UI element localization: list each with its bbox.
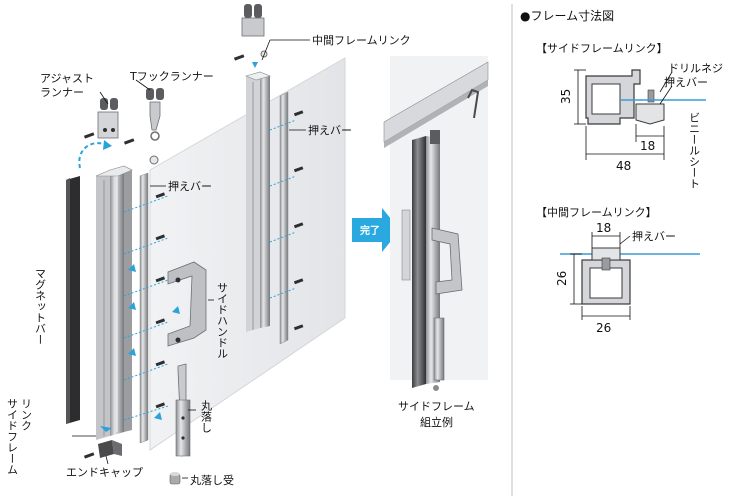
assembled-example: サイドフレーム 組立例 — [383, 56, 489, 429]
leader-lines — [72, 39, 310, 479]
press-bar-left — [139, 172, 149, 444]
example-handle — [431, 227, 463, 295]
side-handle — [167, 261, 207, 347]
t-hook-runner — [146, 88, 164, 141]
screws-middle — [293, 110, 304, 331]
side-width-dim: 48 — [616, 159, 631, 173]
blue-arrows-left — [128, 264, 180, 420]
adjust-runner — [83, 98, 135, 145]
complete-arrow — [352, 208, 400, 252]
label-end-cap: エンドキャップ — [66, 466, 143, 479]
example-caption-2: 組立例 — [420, 415, 453, 429]
end-cap — [83, 426, 122, 459]
middle-frame-heading: 【中間フレームリンク】 — [536, 206, 657, 219]
side-bar-width-dim: 18 — [640, 139, 655, 153]
exploded-assembly: アジャスト ランナー Tフックランナー 中間フレームリンク 押えバー 押えバー … — [6, 4, 411, 487]
label-magnet-bar: マグネットバー — [34, 268, 47, 345]
middle-width-dim: 26 — [596, 321, 611, 335]
label-drop-rod-receiver: 丸落し受 — [190, 474, 234, 487]
dimension-title: ●フレーム寸法図 — [520, 9, 614, 23]
side-frame-profile — [585, 69, 665, 125]
middle-frame-runner — [233, 4, 268, 68]
label-side-frame-link-2: サイドフレーム — [6, 398, 19, 475]
example-side-frame — [412, 136, 426, 388]
middle-press-bar: 押えバー — [632, 229, 676, 243]
label-t-hook-runner: Tフックランナー — [129, 70, 214, 83]
drop-rod-receiver — [169, 472, 181, 485]
press-bar-middle — [279, 91, 289, 345]
side-press-bar: 押えバー — [664, 75, 708, 89]
label-side-frame-link-1: リンク — [20, 398, 33, 431]
label-adjust-runner-line1: アジャスト — [40, 72, 94, 85]
label-side-handle: サイドハンドル — [216, 282, 229, 359]
magnet-bar — [66, 176, 80, 424]
side-frame-dims — [574, 69, 673, 160]
screws-left — [155, 192, 166, 409]
side-frame-heading: 【サイドフレームリンク】 — [536, 42, 668, 55]
label-press-bar-middle: 押えバー — [308, 123, 352, 137]
side-frame-link — [95, 165, 133, 440]
middle-height-dim: 26 — [555, 271, 569, 286]
label-adjust-runner-line2: ランナー — [40, 86, 84, 99]
complete-label: 完了 — [360, 224, 380, 237]
screw-guides-middle — [269, 119, 297, 299]
side-drill-screw: ドリルネジ — [668, 62, 723, 75]
middle-frame-dims — [570, 232, 631, 320]
side-height-dim: 35 — [559, 89, 573, 104]
middle-frame-link — [245, 71, 271, 332]
complete-indicator: 完了 — [352, 208, 400, 252]
label-middle-frame-link: 中間フレームリンク — [312, 34, 411, 47]
label-press-bar-left: 押えバー — [168, 179, 212, 193]
arrow-runner-to-frame — [78, 142, 105, 169]
middle-frame-profile — [581, 247, 631, 305]
arrow-runner-head — [103, 140, 112, 150]
middle-bar-width-dim: 18 — [596, 221, 611, 235]
side-vinyl-sheet: ビニールシート — [688, 112, 701, 189]
example-caption-1: サイドフレーム — [398, 400, 475, 413]
label-drop-rod: 丸落し — [200, 400, 213, 433]
washer — [149, 155, 159, 165]
drop-rod — [175, 363, 191, 457]
dimension-section: ●フレーム寸法図 【サイドフレームリンク】 35 48 18 ドリルネジ 押えバ… — [520, 9, 723, 335]
